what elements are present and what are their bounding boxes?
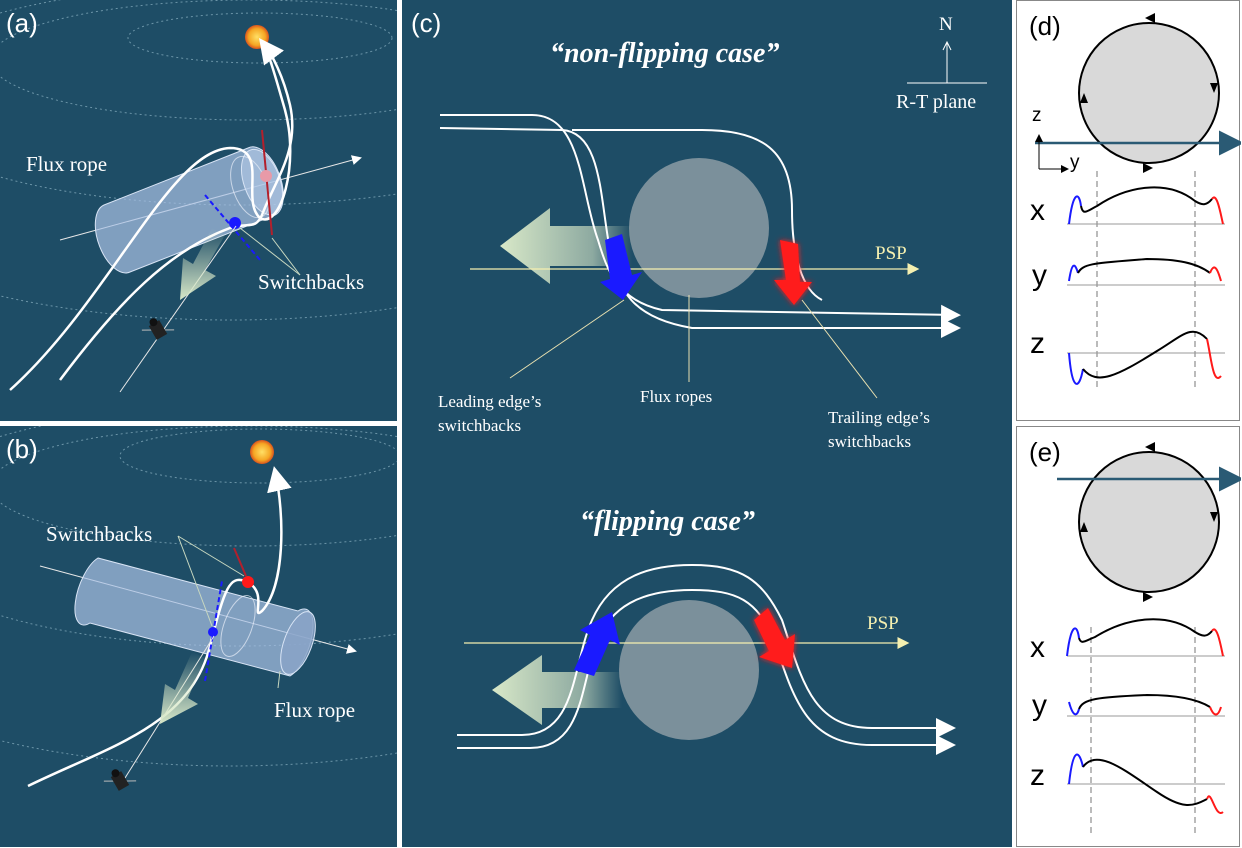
- non-flipping-title: “non-flipping case”: [550, 38, 780, 69]
- trailing-edge-line1: Trailing edge’s: [828, 408, 930, 427]
- compass-plane: R-T plane: [896, 91, 977, 113]
- motion-arrow-bottom: [492, 655, 622, 725]
- spacecraft-icon: [141, 318, 175, 340]
- panel-b: (b) Switchbacks Flux rope: [0, 426, 397, 847]
- flux-rope-circle-bottom: [619, 600, 759, 740]
- trailing-switchback-arrow-top: [774, 240, 812, 305]
- leading-switchback-dot: [229, 217, 241, 229]
- leading-switchback-arrow-bottom: [574, 612, 620, 676]
- row-y-label: y: [1032, 689, 1047, 722]
- trailing-edge-line2: switchbacks: [828, 432, 912, 451]
- motion-arrow: [160, 652, 205, 724]
- flux-rope-cylinder: [74, 557, 316, 677]
- panel-a: (a) Flux rope Switchbacks: [0, 0, 397, 421]
- panel-label: (c): [411, 8, 442, 38]
- leading-edge-line2: switchbacks: [438, 416, 522, 435]
- flux-rope-cross-section: [1078, 451, 1220, 593]
- trailing-switchback-arrow-bottom: [754, 608, 795, 668]
- baselines: [1067, 223, 1225, 354]
- motion-arrow: [180, 228, 225, 300]
- rotation-arrowheads: [1080, 442, 1218, 602]
- leading-edge-label: Leading edge’s switchbacks: [438, 390, 541, 438]
- component-traces: [1068, 186, 1224, 385]
- switchbacks-label: Switchbacks: [46, 522, 153, 546]
- trailing-switchback-dot: [260, 170, 272, 182]
- leader-lines: [177, 535, 281, 689]
- axes-icon: [1035, 134, 1069, 173]
- boundary-lines: [1096, 171, 1196, 391]
- row-z-label: z: [1030, 759, 1045, 792]
- motion-arrow-top: [500, 208, 632, 284]
- field-lines: [27, 466, 292, 788]
- trailing-edge-label: Trailing edge’s switchbacks: [828, 406, 930, 454]
- axis-z-label: z: [1032, 105, 1042, 126]
- flux-rope-circle-top: [629, 158, 769, 298]
- panel-c: (c) “non-flipping case” N R-T plane PSP …: [402, 0, 1012, 847]
- compass: [907, 40, 987, 84]
- red-line: [261, 129, 273, 236]
- row-z-label: z: [1030, 327, 1045, 360]
- field-lines: [9, 37, 294, 391]
- leading-edge-line1: Leading edge’s: [438, 392, 542, 411]
- panel-label: (d): [1029, 11, 1061, 41]
- row-x-label: x: [1030, 631, 1045, 664]
- panel-label: (a): [6, 8, 38, 38]
- row-y-label: y: [1032, 259, 1047, 292]
- axis-y-label: y: [1070, 152, 1080, 173]
- sun-icon: [250, 440, 274, 464]
- psp-label-bottom: PSP: [867, 613, 899, 634]
- leader-lines: [239, 227, 301, 276]
- flux-rope-label: Flux rope: [274, 698, 356, 722]
- flux-rope-label: Flux rope: [26, 152, 108, 176]
- leading-switchback-dot: [208, 627, 218, 637]
- trailing-switchback-dot: [242, 576, 254, 588]
- red-line: [233, 547, 247, 577]
- flipping-title: “flipping case”: [580, 506, 755, 537]
- spacecraft-trajectory: [119, 225, 237, 393]
- boundary-lines: [1090, 627, 1196, 837]
- panel-label: (e): [1029, 437, 1061, 467]
- leading-switchback-arrow-top: [600, 234, 642, 300]
- panel-label: (b): [6, 434, 38, 464]
- rotation-arrowheads: [1080, 13, 1218, 173]
- compass-n: N: [939, 14, 953, 35]
- component-traces: [1066, 618, 1224, 814]
- psp-label-top: PSP: [875, 243, 907, 264]
- flux-rope-cross-section: [1078, 22, 1220, 164]
- panel-d: (d) z y x y z: [1016, 0, 1241, 421]
- flux-ropes-label: Flux ropes: [640, 387, 713, 406]
- row-x-label: x: [1030, 194, 1045, 227]
- spacecraft-icon: [103, 769, 137, 791]
- panel-e: (e) x y z: [1016, 426, 1241, 847]
- switchbacks-label: Switchbacks: [258, 270, 365, 294]
- leader-lines: [509, 295, 878, 399]
- flux-rope-cylinder: [94, 146, 284, 274]
- field-lines-bottom: [457, 563, 956, 755]
